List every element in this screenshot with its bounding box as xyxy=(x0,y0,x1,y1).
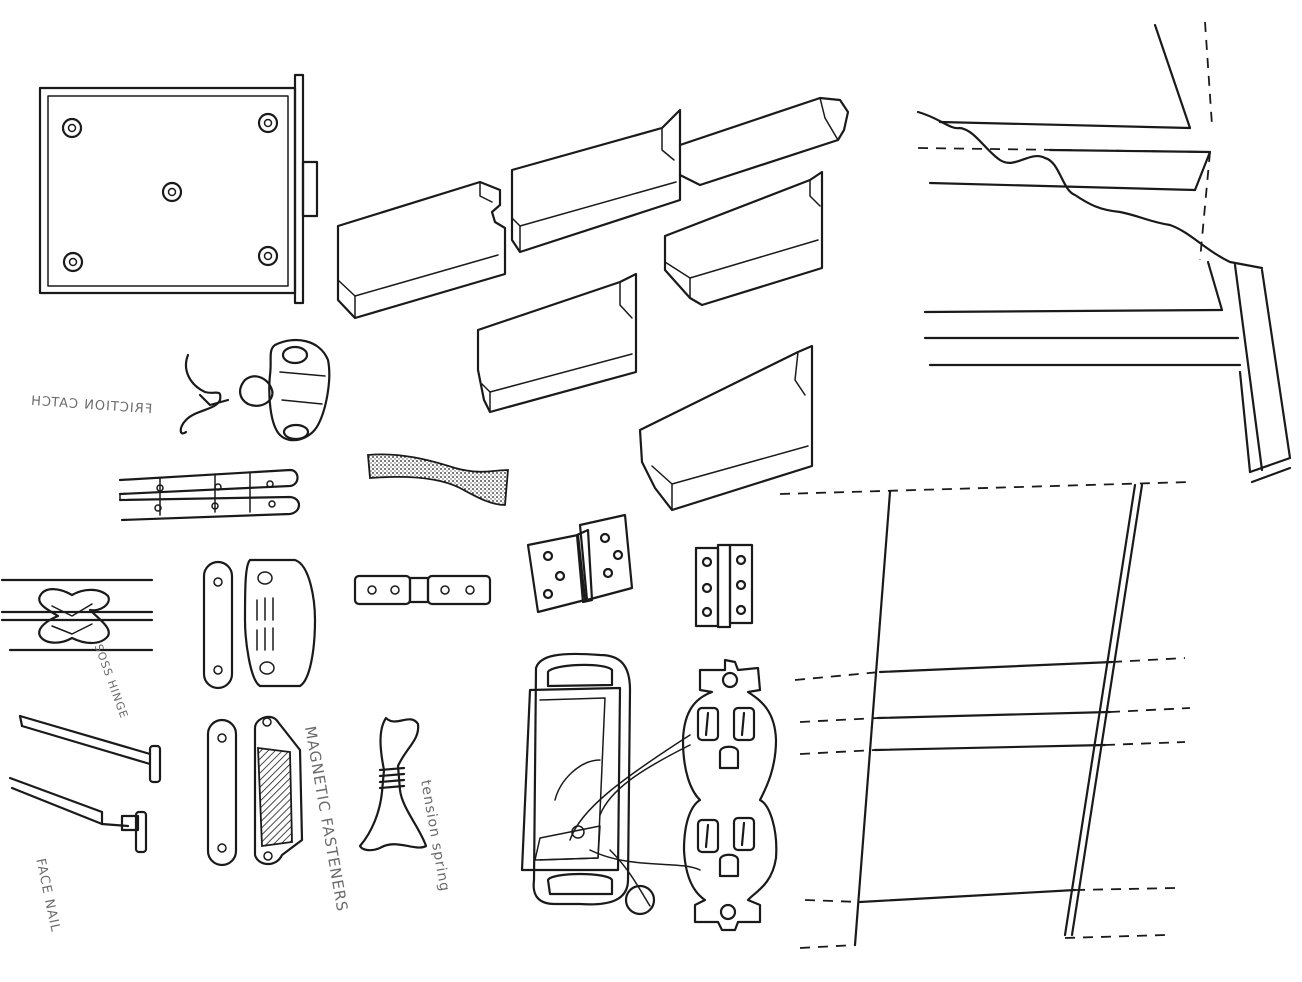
electrical-box-drawing xyxy=(520,652,701,916)
timber-frame-corner-drawing xyxy=(916,21,1292,484)
face-nails-drawing xyxy=(8,714,162,854)
mortise-lock-drawing xyxy=(38,73,319,305)
duplex-outlet-drawing xyxy=(681,658,778,932)
tension-spring-drawing xyxy=(358,716,428,852)
magnetic-fasteners-drawing xyxy=(202,558,317,867)
moulding-profiles-drawing xyxy=(336,96,850,512)
soss-hinge-drawing xyxy=(0,578,154,652)
friction-catch-drawing xyxy=(179,338,331,442)
piano-hinge-drawing xyxy=(118,468,301,522)
flexible-strip-drawing xyxy=(367,453,509,506)
butt-hinges-drawing xyxy=(353,513,754,629)
framing-elevation-drawing xyxy=(779,481,1191,949)
